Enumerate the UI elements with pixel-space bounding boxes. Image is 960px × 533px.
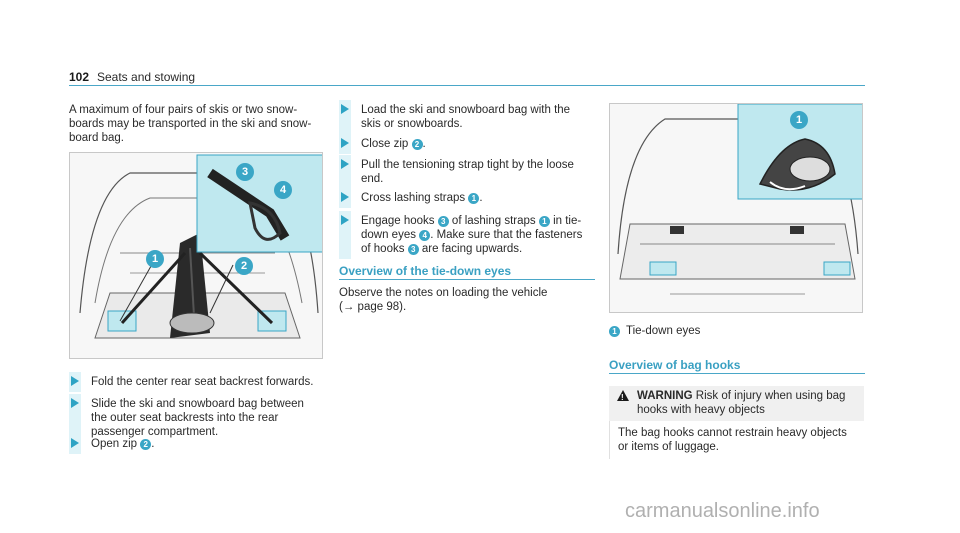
section-title: Seats and stowing bbox=[97, 70, 196, 84]
heading-rule bbox=[339, 279, 595, 280]
heading-rule bbox=[609, 373, 865, 374]
step-fold-backrest: Fold the center rear seat backrest forwa… bbox=[69, 372, 321, 392]
step-cross-straps: Cross lashing straps 1. bbox=[339, 188, 591, 208]
callout-ref: 2 bbox=[411, 139, 423, 150]
step-open-zip: Open zip 2. bbox=[69, 434, 321, 454]
warning-body: The bag hooks cannot restrain heavy obje… bbox=[609, 421, 864, 459]
callout-1: 1 bbox=[146, 250, 164, 268]
step-text: Slide the ski and snowboard bag between … bbox=[91, 398, 304, 438]
step-text: Cross lashing straps 1. bbox=[361, 192, 483, 204]
step-close-zip: Close zip 2. bbox=[339, 134, 591, 154]
step-pull-strap: Pull the tensioning strap tight by the l… bbox=[339, 155, 591, 189]
callout-2: 2 bbox=[235, 257, 253, 275]
watermark: carmanualsonline.info bbox=[625, 500, 820, 522]
tiedown-heading: Overview of the tie-down eyes bbox=[339, 264, 512, 278]
step-arrow-icon bbox=[341, 215, 349, 225]
step-arrow-icon bbox=[71, 376, 79, 386]
step-text: Engage hooks 3 of lashing straps 1 in ti… bbox=[361, 215, 583, 255]
step-text: Open zip 2. bbox=[91, 438, 155, 450]
step-text: Load the ski and snowboard bag with the … bbox=[361, 104, 571, 130]
step-arrow-icon bbox=[341, 138, 349, 148]
warning-box: WARNING Risk of injury when using bag ho… bbox=[609, 386, 864, 459]
warning-icon bbox=[617, 390, 629, 405]
step-arrow-icon bbox=[71, 438, 79, 448]
caption-callout: 1 bbox=[609, 325, 620, 337]
ski-bag-illustration: 1 2 3 4 bbox=[69, 152, 323, 359]
step-text: Close zip 2. bbox=[361, 138, 426, 150]
intro-paragraph: A maximum of four pairs of skis or two s… bbox=[69, 104, 312, 144]
step-arrow-icon bbox=[341, 192, 349, 202]
step-arrow-icon bbox=[71, 398, 79, 408]
bag-hooks-heading: Overview of bag hooks bbox=[609, 358, 741, 372]
step-text: Fold the center rear seat backrest forwa… bbox=[91, 376, 314, 388]
tiedown-drawing bbox=[610, 104, 862, 312]
callout-1: 1 bbox=[790, 111, 808, 129]
header-rule bbox=[69, 85, 865, 86]
callout-3: 3 bbox=[236, 163, 254, 181]
page-reference-link[interactable]: page 98). bbox=[357, 301, 407, 313]
step-engage-hooks: Engage hooks 3 of lashing straps 1 in ti… bbox=[339, 211, 591, 259]
step-arrow-icon bbox=[341, 104, 349, 114]
step-load-bag: Load the ski and snowboard bag with the … bbox=[339, 100, 591, 134]
figure-caption: 1 Tie-down eyes bbox=[609, 325, 700, 337]
step-text: Pull the tensioning strap tight by the l… bbox=[361, 159, 574, 185]
step-slide-bag: Slide the ski and snowboard bag between … bbox=[69, 394, 321, 442]
tiedown-text: Observe the notes on loading the vehicle… bbox=[339, 287, 548, 313]
callout-4: 4 bbox=[274, 181, 292, 199]
callout-ref: 4 bbox=[419, 230, 431, 241]
callout-ref: 1 bbox=[468, 193, 480, 204]
callout-ref: 2 bbox=[140, 439, 152, 450]
callout-ref: 3 bbox=[407, 244, 419, 255]
callout-ref: 3 bbox=[437, 216, 449, 227]
callout-ref: 1 bbox=[538, 216, 550, 227]
step-arrow-icon bbox=[341, 159, 349, 169]
tiedown-eyes-illustration: 1 bbox=[609, 103, 863, 313]
page-number: 102 bbox=[69, 70, 90, 84]
